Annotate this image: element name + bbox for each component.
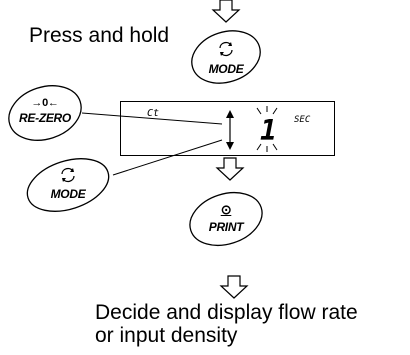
print-key-label: PRINT xyxy=(208,220,244,234)
print-button[interactable]: ⊙ PRINT xyxy=(186,191,266,247)
decide-text: Decide and display flow rate or input de… xyxy=(95,301,358,347)
mode-key-label: MODE xyxy=(208,62,244,76)
mode-button-left[interactable]: MODE xyxy=(22,157,114,213)
lcd-display: Ct SEC 1 xyxy=(120,101,335,156)
rezero-key-label: RE-ZERO xyxy=(19,111,71,125)
print-symbol: ⊙ xyxy=(220,202,232,217)
down-arrow-icon-3 xyxy=(219,275,249,299)
down-arrow-icon-2 xyxy=(215,157,245,181)
down-arrow-icon xyxy=(211,0,241,23)
blinking-digit-icon xyxy=(256,106,278,152)
mode-left-key-label: MODE xyxy=(50,187,86,201)
press-and-hold-text: Press and hold xyxy=(29,24,170,47)
sec-unit: SEC xyxy=(294,115,311,125)
rotate-arrows-icon xyxy=(219,41,233,57)
rezero-button[interactable]: →0← RE-ZERO xyxy=(5,84,85,142)
rezero-symbol: →0← xyxy=(31,97,59,109)
rotate-arrows-icon-2 xyxy=(61,167,75,183)
decide-line-2: or input density xyxy=(95,324,238,347)
decide-line-1: Decide and display flow rate xyxy=(95,301,358,324)
ct-indicator: Ct xyxy=(147,108,160,119)
up-down-arrow-icon xyxy=(226,110,234,150)
mode-button-top[interactable]: MODE xyxy=(188,29,264,85)
display-digit: 1 xyxy=(260,114,277,147)
